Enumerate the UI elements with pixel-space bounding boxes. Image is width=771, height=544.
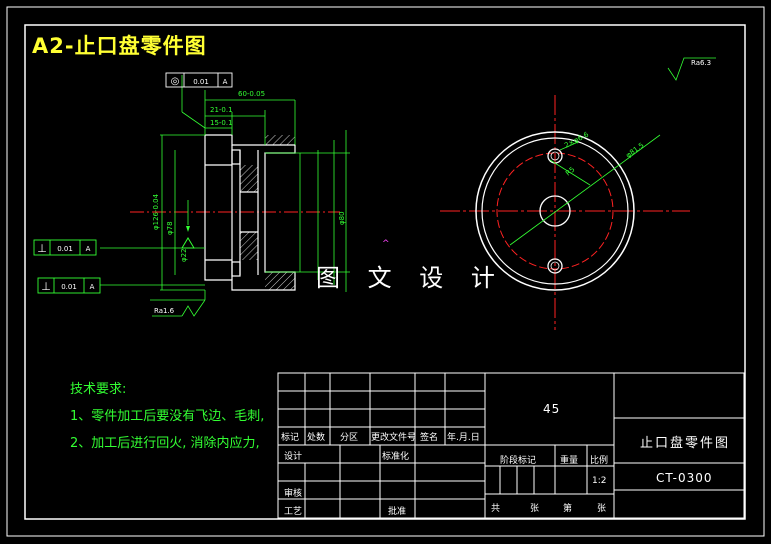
dim-top-1: 60-0.05 [238,90,265,98]
tb-sheet-no-unit: 张 [597,504,607,514]
notes-item-1: 1、零件加工后要没有飞边、毛刺, [70,409,265,424]
inner-border [24,24,746,520]
datum-triangle [181,237,195,249]
hole-bottom [547,258,563,274]
center-bore [539,195,571,227]
roughness-bottom-left: Ra1.6 [152,299,206,317]
drawing-title: A2-止口盘零件图 [32,34,207,58]
gdt-perp-frame-1: ⊥ 0.01 A [33,239,97,256]
dim-right-1: φ80 [338,211,346,225]
dim-left-3: φ22 [180,248,188,262]
roughness-bottom-left-value: Ra1.6 [154,307,175,315]
tb-rev-sign: 签名 [420,433,439,443]
roughness-top-right-value: Ra6.3 [691,59,711,67]
hatch-flange-top [265,135,295,145]
front-dim-lines [509,134,661,246]
tb-stage-mark: 阶段标记 [500,456,537,466]
gdt-perp-1-symbol: ⊥ [37,242,47,255]
tb-rev-count: 处数 [307,433,326,443]
tb-scale-value: 1:2 [592,476,607,486]
hatch-flange-bottom [265,272,295,290]
tb-scale: 比例 [590,456,609,466]
outer-border [6,6,765,537]
tb-sheets-total-unit: 张 [530,504,540,514]
gdt-perp-frame-2: ⊥ 0.01 A [37,277,101,294]
front-view: 2×φ6.6 φ81.5 R5 Ra6.3 [440,57,716,330]
notes-item-2: 2、加工后进行回火, 消除内应力, [70,436,260,451]
tb-standard: 标准化 [382,452,410,462]
watermark-text: 图 文 设 计 [316,264,505,292]
gdt-perp-2-datum: A [90,283,95,291]
tb-rev-doc: 更改文件号 [371,433,417,443]
section-view: ◎ 0.01 A ⊥ 0.01 A ⊥ 0.01 A [33,72,390,317]
gdt-circ-frame: ◎ 0.01 A [165,72,233,88]
datum-arrow [186,226,190,232]
tb-part-name: 止口盘零件图 [640,436,731,451]
dim-top-2: 21-0.1 [210,106,233,114]
tb-sheets-total-label: 共 [491,504,501,514]
outer-circle [475,131,635,291]
tb-material: 45 [543,402,561,416]
tb-approve: 批准 [388,507,407,517]
second-circle [481,137,629,285]
dim-circle-2: φ81.5 [624,141,645,159]
cursor-marker-icon: ^ [382,239,390,249]
gdt-perp-1-datum: A [86,245,91,253]
hatch-lower [240,232,258,260]
bolt-circle [496,152,614,270]
tb-process: 工艺 [284,507,303,517]
dim-top-3: 15-0.1 [210,119,233,127]
gdt-perp-2-tolerance: 0.01 [61,283,77,291]
dimension-lines [100,75,350,301]
gdt-perp-2-symbol: ⊥ [41,280,51,293]
tb-drawing-no: CT-0300 [656,471,713,485]
title-block [277,372,745,519]
tb-rev-mark: 标记 [281,433,300,443]
hatch-upper [240,165,258,192]
gdt-circ-symbol: ◎ [171,76,180,87]
gdt-circ-tolerance: 0.01 [193,78,209,86]
tb-rev-date: 年.月.日 [447,433,480,443]
tb-sheet-no-label: 第 [563,504,573,514]
tb-weight: 重量 [560,456,579,466]
dim-left-1: φ126-0.04 [152,193,160,230]
tb-design: 设计 [284,452,303,462]
technical-notes: 技术要求: 1、零件加工后要没有飞边、毛刺, 2、加工后进行回火, 消除内应力, [70,376,264,457]
gdt-circ-datum: A [223,78,228,86]
dim-left-2: φ78 [166,221,174,235]
tb-review: 审核 [284,489,303,499]
hole-top-inner [550,151,560,161]
gdt-perp-1-tolerance: 0.01 [57,245,73,253]
hole-bottom-inner [550,261,560,271]
tb-rev-zone: 分区 [340,433,359,443]
notes-heading: 技术要求: [70,382,127,397]
roughness-top-right: Ra6.3 [667,57,716,81]
